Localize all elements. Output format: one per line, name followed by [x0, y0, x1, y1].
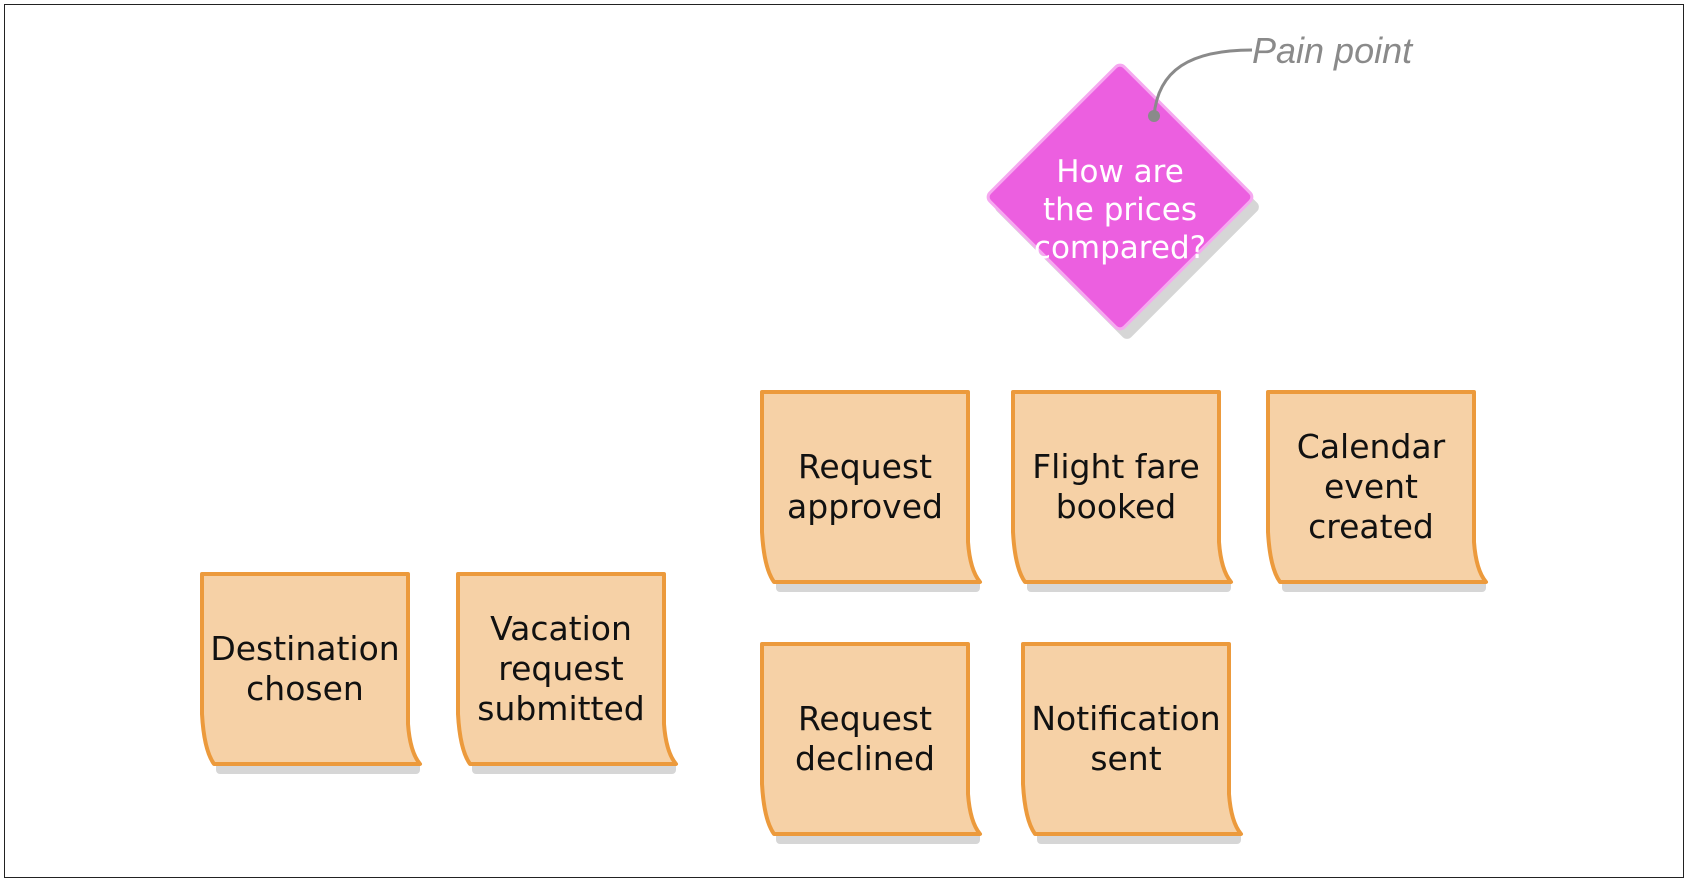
note-body — [1266, 390, 1488, 584]
hotspot-note: How are the prices compared? — [986, 63, 1259, 339]
note-label-line: Request — [798, 699, 932, 738]
pain-point-callout: Pain point — [1148, 30, 1414, 122]
note-label-line: declined — [795, 739, 935, 778]
note-label-line: chosen — [246, 669, 364, 708]
note-label-line: approved — [787, 487, 943, 526]
callout-connector — [1152, 48, 1253, 117]
note-label-line: sent — [1090, 739, 1161, 778]
note-label-line: submitted — [477, 689, 645, 728]
note-body — [456, 572, 678, 766]
callout-pin — [1148, 110, 1160, 122]
note-label-line: Request — [798, 447, 932, 486]
hotspot-body — [986, 63, 1254, 331]
hotspot-line-3: compared? — [1034, 230, 1206, 266]
note-label-line: Flight fare — [1032, 447, 1200, 486]
note-label-line: event — [1324, 467, 1418, 506]
callout-label: Pain point — [1252, 30, 1414, 71]
note-body — [760, 642, 982, 836]
note-body — [1021, 642, 1243, 836]
note-label-line: created — [1308, 507, 1434, 546]
hotspot-line-2: the prices — [1043, 192, 1197, 228]
note-body — [760, 390, 982, 584]
note-label-line: Vacation — [490, 609, 632, 648]
note-label-line: request — [498, 649, 624, 688]
note-label-line: Notification — [1031, 699, 1220, 738]
note-label-line: Destination — [210, 629, 399, 668]
note-label-line: booked — [1056, 487, 1177, 526]
note-body — [200, 572, 422, 766]
note-label-line: Calendar — [1297, 427, 1446, 466]
note-body — [1011, 390, 1233, 584]
hotspot-line-1: How are — [1056, 154, 1184, 190]
